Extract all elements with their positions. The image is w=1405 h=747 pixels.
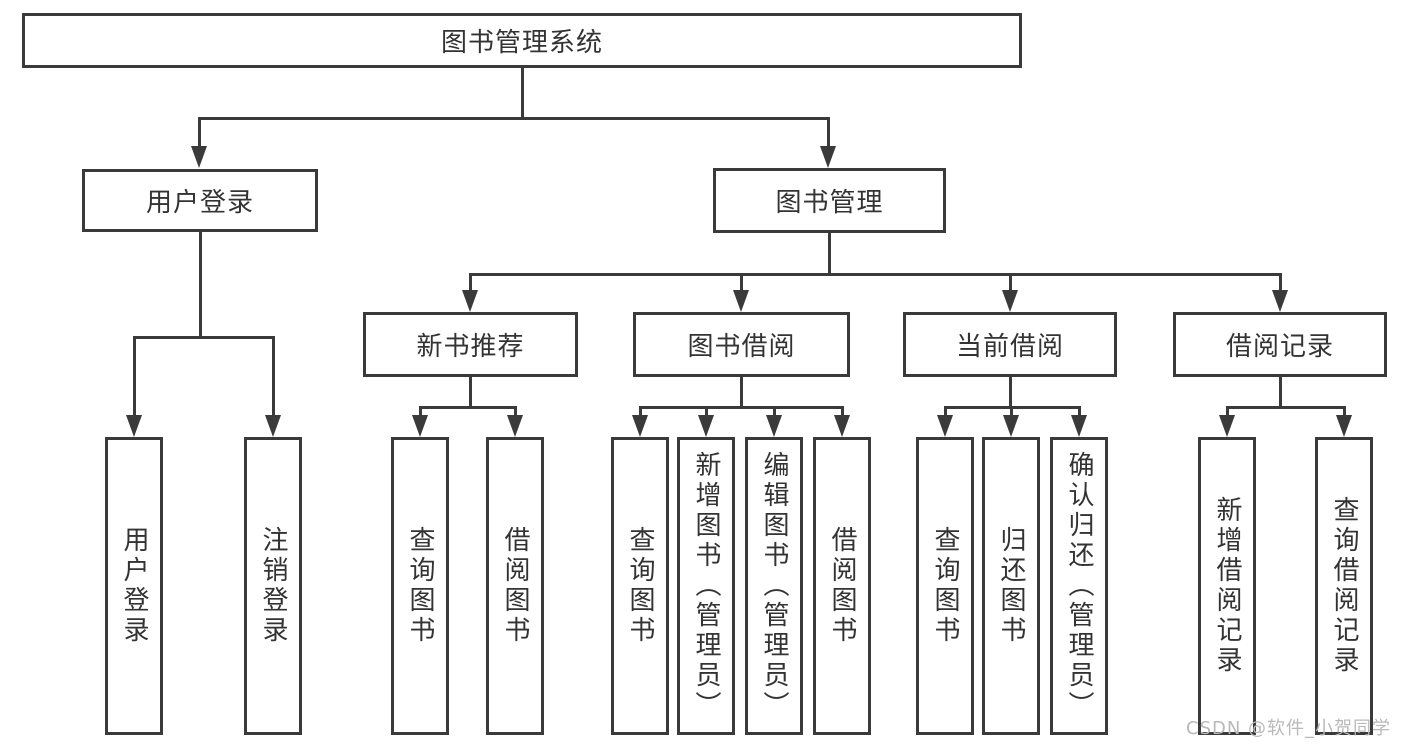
- leaf-records-add-record-label: 新增借阅记录: [1212, 496, 1242, 676]
- leaf-user-login-label: 用户登录: [119, 526, 149, 646]
- connector-line: [739, 377, 743, 408]
- node-user-login-label: 用户登录: [145, 188, 254, 218]
- connector-line: [513, 406, 517, 418]
- node-book-management-label: 图书管理: [775, 188, 884, 218]
- connector-line: [943, 406, 947, 418]
- node-book-borrow: 图书借阅: [633, 312, 850, 377]
- leaf-borrow-edit-book: 编辑图书（管理员）: [745, 437, 803, 735]
- connector-line: [1342, 406, 1346, 418]
- arrow-down-icon: [1002, 290, 1018, 312]
- leaf-current-return-book-label: 归还图书: [996, 526, 1026, 646]
- arrow-down-icon: [191, 146, 207, 168]
- leaf-current-confirm-return-label: 确认归还（管理员）: [1064, 451, 1094, 721]
- leaf-records-query-record: 查询借阅记录: [1315, 437, 1373, 735]
- connector-line: [1278, 377, 1282, 408]
- leaf-borrow-lend-book: 借阅图书: [813, 437, 871, 735]
- arrow-down-icon: [1071, 415, 1087, 437]
- leaf-borrow-add-book-label: 新增图书（管理员）: [691, 451, 721, 721]
- arrow-down-icon: [126, 415, 142, 437]
- connector-line: [520, 68, 524, 120]
- leaf-records-query-record-label: 查询借阅记录: [1329, 496, 1359, 676]
- leaf-current-return-book: 归还图书: [982, 437, 1040, 735]
- connector-line: [198, 232, 202, 339]
- leaf-user-login: 用户登录: [105, 437, 163, 735]
- node-current-borrow-label: 当前借阅: [955, 332, 1064, 362]
- connector-line: [468, 273, 472, 293]
- connector-line: [1008, 377, 1012, 408]
- arrow-down-icon: [632, 415, 648, 437]
- leaf-logout-label: 注销登录: [258, 526, 288, 646]
- connector-line: [1009, 406, 1013, 418]
- node-borrow-records: 借阅记录: [1173, 312, 1387, 377]
- connector-line: [1225, 406, 1229, 418]
- arrow-down-icon: [698, 415, 714, 437]
- leaf-borrow-query-book-label: 查询图书: [625, 526, 655, 646]
- node-book-borrow-label: 图书借阅: [687, 332, 796, 362]
- connector-line: [418, 406, 517, 409]
- leaf-recommend-query-book-label: 查询图书: [405, 526, 435, 646]
- connector-line: [827, 233, 831, 275]
- connector-line: [468, 377, 472, 408]
- leaf-current-query-book: 查询图书: [916, 437, 974, 735]
- arrow-down-icon: [1219, 415, 1235, 437]
- connector-line: [840, 406, 844, 418]
- arrow-down-icon: [462, 290, 478, 312]
- connector-line: [271, 336, 275, 417]
- node-book-management: 图书管理: [713, 168, 946, 233]
- leaf-borrow-add-book: 新增图书（管理员）: [677, 437, 735, 735]
- leaf-current-confirm-return: 确认归还（管理员）: [1050, 437, 1108, 735]
- connector-line: [739, 273, 743, 293]
- connector-line: [1278, 273, 1282, 293]
- arrow-down-icon: [507, 415, 523, 437]
- connector-line: [638, 406, 843, 409]
- arrow-down-icon: [766, 415, 782, 437]
- node-current-borrow: 当前借阅: [903, 312, 1117, 377]
- connector-line: [1008, 273, 1012, 293]
- connector-line: [638, 406, 642, 418]
- node-user-login: 用户登录: [82, 169, 318, 232]
- leaf-borrow-query-book: 查询图书: [611, 437, 669, 735]
- arrow-down-icon: [1003, 415, 1019, 437]
- connector-line: [132, 336, 136, 417]
- arrow-down-icon: [733, 290, 749, 312]
- arrow-down-icon: [265, 415, 281, 437]
- leaf-current-query-book-label: 查询图书: [930, 526, 960, 646]
- connector-line: [704, 406, 708, 418]
- connector-line: [197, 117, 201, 149]
- connector-line: [772, 406, 776, 418]
- watermark: CSDN @软件_小贺同学: [1186, 718, 1392, 739]
- leaf-recommend-borrow-book: 借阅图书: [486, 437, 544, 735]
- connector-line: [826, 117, 830, 149]
- node-root: 图书管理系统: [22, 13, 1022, 68]
- node-new-book-recommend: 新书推荐: [363, 312, 578, 377]
- arrow-down-icon: [1336, 415, 1352, 437]
- connector-line: [468, 273, 1282, 276]
- node-new-book-recommend-label: 新书推荐: [416, 332, 525, 362]
- arrow-down-icon: [412, 415, 428, 437]
- node-root-label: 图书管理系统: [440, 28, 603, 58]
- connector-line: [197, 117, 830, 120]
- leaf-recommend-borrow-book-label: 借阅图书: [500, 526, 530, 646]
- connector-line: [418, 406, 422, 418]
- leaf-recommend-query-book: 查询图书: [391, 437, 449, 735]
- arrow-down-icon: [834, 415, 850, 437]
- arrow-down-icon: [820, 146, 836, 168]
- leaf-records-add-record: 新增借阅记录: [1198, 437, 1256, 735]
- node-borrow-records-label: 借阅记录: [1225, 332, 1334, 362]
- connector-line: [1077, 406, 1081, 418]
- arrow-down-icon: [1272, 290, 1288, 312]
- arrow-down-icon: [937, 415, 953, 437]
- leaf-borrow-lend-book-label: 借阅图书: [827, 526, 857, 646]
- leaf-logout: 注销登录: [244, 437, 302, 735]
- connector-line: [132, 336, 275, 339]
- connector-line: [1225, 406, 1345, 409]
- leaf-borrow-edit-book-label: 编辑图书（管理员）: [759, 451, 789, 721]
